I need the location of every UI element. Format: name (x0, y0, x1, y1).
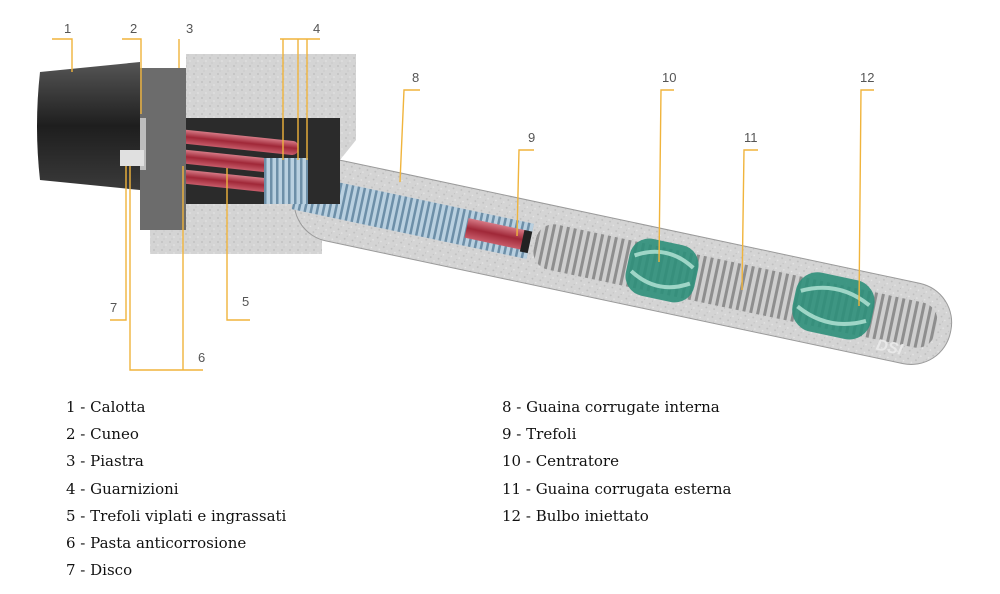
legend-item-5: 5 - Trefoli viplati e ingrassati (66, 503, 286, 530)
legend-item-7: 7 - Disco (66, 557, 286, 584)
callout-2: 2 (130, 21, 137, 36)
legend-right: 8 - Guaina corrugate interna 9 - Trefoli… (502, 394, 731, 530)
callout-9: 9 (528, 130, 535, 145)
callout-6: 6 (198, 350, 205, 365)
legend-item-1: 1 - Calotta (66, 394, 286, 421)
legend-item-3: 3 - Piastra (66, 448, 286, 475)
anchor-body: DSI (287, 152, 959, 372)
callout-12: 12 (860, 70, 874, 85)
cap (37, 62, 140, 190)
legend-item-11: 11 - Guaina corrugata esterna (502, 476, 731, 503)
bearing-plate (140, 68, 186, 230)
legend-item-10: 10 - Centratore (502, 448, 731, 475)
callout-11: 11 (744, 130, 758, 145)
legend-item-6: 6 - Pasta anticorrosione (66, 530, 286, 557)
disc (120, 150, 144, 166)
callout-10: 10 (662, 70, 676, 85)
callout-3: 3 (186, 21, 193, 36)
legend-item-2: 2 - Cuneo (66, 421, 286, 448)
legend-item-8: 8 - Guaina corrugate interna (502, 394, 731, 421)
seals (264, 158, 308, 204)
callout-5: 5 (242, 294, 249, 309)
legend-left: 1 - Calotta 2 - Cuneo 3 - Piastra 4 - Gu… (66, 394, 286, 584)
legend-item-12: 12 - Bulbo iniettato (502, 503, 731, 530)
callout-4: 4 (313, 21, 320, 36)
legend-item-4: 4 - Guarnizioni (66, 476, 286, 503)
legend-item-9: 9 - Trefoli (502, 421, 731, 448)
callout-8: 8 (412, 70, 419, 85)
callout-7: 7 (110, 300, 117, 315)
callout-1: 1 (64, 21, 71, 36)
